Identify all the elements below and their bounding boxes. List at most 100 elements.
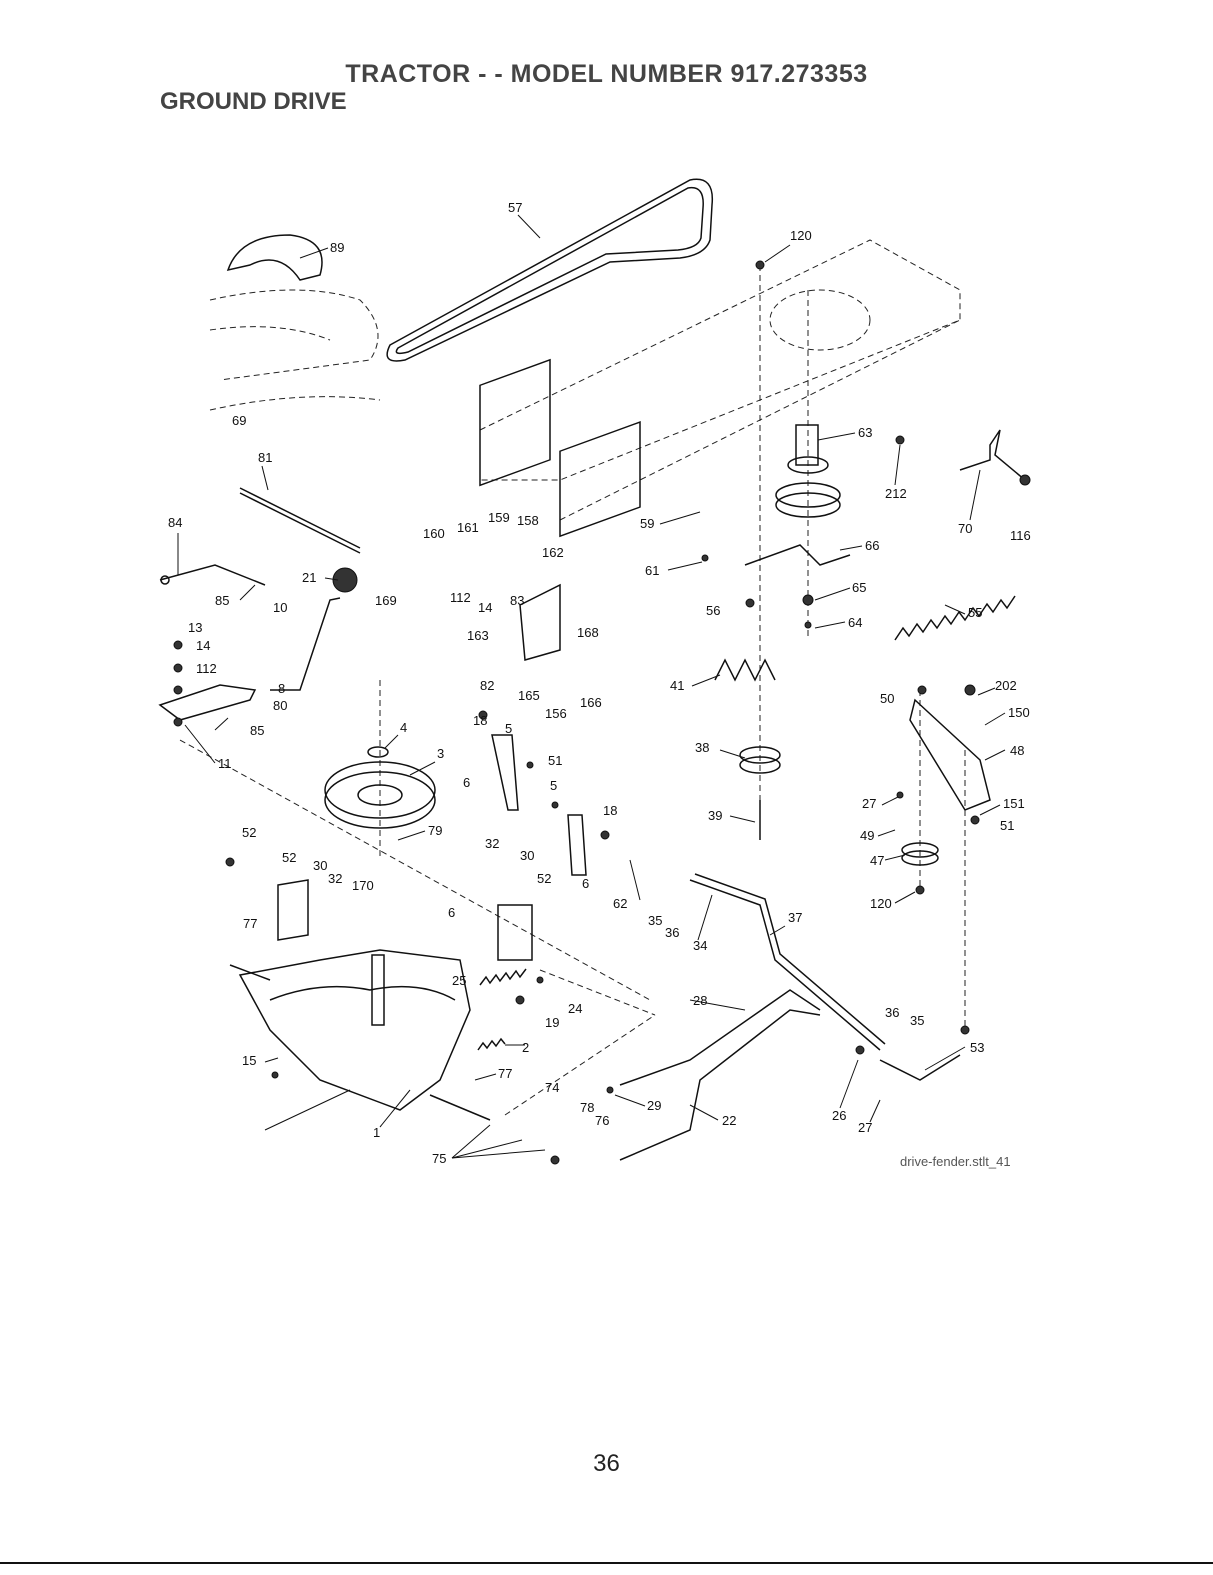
callout-89: 89 [330, 240, 344, 255]
rod-28 [619, 989, 821, 1086]
callout-159: 159 [488, 510, 510, 525]
callout-74: 74 [545, 1080, 559, 1095]
callout-202: 202 [995, 678, 1017, 693]
callout-70: 70 [958, 521, 972, 536]
spring-2 [477, 1037, 506, 1051]
callout-48: 48 [1010, 743, 1024, 758]
callout-151: 151 [1003, 796, 1025, 811]
callout-11: 11 [218, 756, 232, 771]
drive-belt [386, 178, 714, 362]
callout-78: 78 [580, 1100, 594, 1115]
callout-52c: 52 [537, 871, 551, 886]
callout-160: 160 [423, 526, 445, 541]
leader-lines [177, 214, 1006, 1159]
callout-22: 22 [722, 1113, 736, 1128]
callout-29: 29 [647, 1098, 661, 1113]
callout-34: 34 [693, 938, 707, 953]
callout-2: 2 [522, 1040, 529, 1055]
rod-34 [689, 873, 886, 1051]
callout-85b: 85 [250, 723, 264, 738]
callout-6b: 6 [582, 876, 589, 891]
callout-32: 32 [485, 836, 499, 851]
callout-85: 85 [215, 593, 229, 608]
callout-63: 63 [858, 425, 872, 440]
callout-62: 62 [613, 896, 627, 911]
callout-57: 57 [508, 200, 522, 215]
callout-49: 49 [860, 828, 874, 843]
callout-6: 6 [463, 775, 470, 790]
link-66 [744, 544, 851, 566]
callout-69: 69 [232, 413, 246, 428]
callout-14: 14 [478, 600, 492, 615]
spring-25 [479, 968, 527, 986]
callout-61: 61 [645, 563, 659, 578]
callout-84: 84 [168, 515, 182, 530]
callout-83: 83 [510, 593, 524, 608]
tractor-frame [479, 239, 961, 538]
callout-30b: 30 [520, 848, 534, 863]
bracket-80 [158, 684, 257, 721]
callout-77b: 77 [498, 1066, 512, 1081]
bottom-rule [0, 1562, 1213, 1564]
page-title: TRACTOR - - MODEL NUMBER 917.273353 [345, 60, 868, 88]
callout-82: 82 [480, 678, 494, 693]
callout-41: 41 [670, 678, 684, 693]
section-title: GROUND DRIVE [160, 88, 347, 115]
callout-21: 21 [302, 570, 316, 585]
callout-6c: 6 [448, 905, 455, 920]
callout-168: 168 [577, 625, 599, 640]
callout-52: 52 [242, 825, 256, 840]
callout-64: 64 [848, 615, 862, 630]
callout-52b: 52 [282, 850, 296, 865]
callout-14b: 14 [196, 638, 210, 653]
callout-36b: 36 [885, 1005, 899, 1020]
callout-156: 156 [545, 706, 567, 721]
callout-25: 25 [452, 973, 466, 988]
shift-arm-8 [270, 567, 358, 691]
diagram-caption: drive-fender.stlt_41 [900, 1154, 1011, 1169]
callout-166: 166 [580, 695, 602, 710]
callout-66: 66 [865, 538, 879, 553]
callout-161: 161 [457, 520, 479, 535]
callout-170: 170 [352, 878, 374, 893]
shift-lever-84 [159, 564, 266, 586]
callout-36: 36 [665, 925, 679, 940]
callout-76: 76 [595, 1113, 609, 1128]
callout-30: 30 [313, 858, 327, 873]
callout-79: 79 [428, 823, 442, 838]
brackets-5-30 [277, 583, 587, 961]
callout-27: 27 [862, 796, 876, 811]
callout-51b: 51 [1000, 818, 1014, 833]
callout-81: 81 [258, 450, 272, 465]
transmission-pulley-3 [324, 746, 436, 829]
callout-150: 150 [1008, 705, 1030, 720]
callout-28: 28 [693, 993, 707, 1008]
callout-50: 50 [880, 691, 894, 706]
callout-8: 8 [278, 681, 285, 696]
callout-80: 80 [273, 698, 287, 713]
transaxle [229, 949, 491, 1121]
callout-51: 51 [548, 753, 562, 768]
callout-27b: 27 [858, 1120, 872, 1135]
callout-labels: 57 89 120 69 63 21 2 70 11 6 81 84 160 161… [168, 200, 1031, 1166]
callout-56: 56 [706, 603, 720, 618]
callout-169: 169 [375, 593, 397, 608]
callout-112: 112 [450, 590, 471, 605]
callout-120: 120 [790, 228, 812, 243]
rod-70 [959, 429, 1026, 481]
link-41 [714, 658, 776, 682]
callout-10: 10 [273, 600, 287, 615]
callout-13: 13 [188, 620, 202, 635]
callout-35b: 35 [910, 1013, 924, 1028]
pulley-47 [901, 842, 939, 866]
callout-59: 59 [640, 516, 654, 531]
callout-26: 26 [832, 1108, 846, 1123]
callout-5: 5 [505, 721, 512, 736]
callout-24: 24 [568, 1001, 582, 1016]
callout-5b: 5 [550, 778, 557, 793]
callout-32b: 32 [328, 871, 342, 886]
callout-37: 37 [788, 910, 802, 925]
hardware-markers [173, 260, 1031, 1165]
callout-18: 18 [473, 713, 487, 728]
